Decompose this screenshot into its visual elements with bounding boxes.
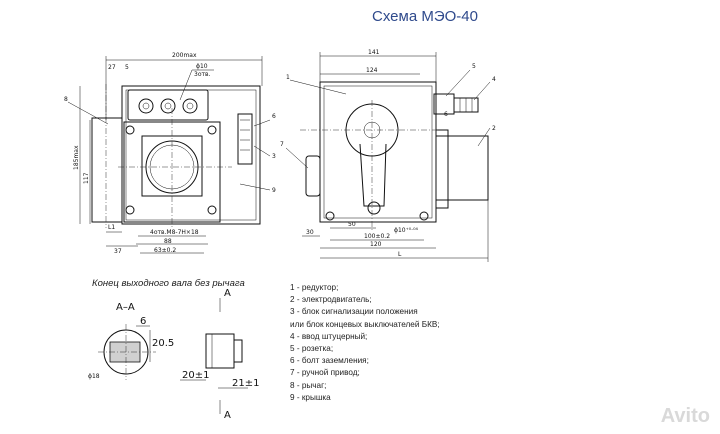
legend-item: или блок концевых выключателей БКВ; bbox=[290, 319, 440, 329]
legend-item: 5 - розетка; bbox=[290, 344, 334, 354]
dim-5: 5 bbox=[125, 64, 129, 71]
dim-141: 141 bbox=[368, 49, 380, 56]
dim-50: 50 bbox=[348, 221, 356, 228]
avito-watermark: Avito bbox=[660, 405, 710, 427]
page-title: Схема МЭО-40 bbox=[372, 8, 478, 25]
dim-21: 21±1 bbox=[232, 378, 259, 389]
dim-120: 120 bbox=[370, 241, 382, 248]
shaft-section: А–А 6 20.5 ϕ18 bbox=[88, 302, 174, 380]
callout-5: 5 bbox=[472, 63, 476, 70]
dim-200max: 200max bbox=[172, 52, 197, 59]
legend-item: 7 - ручной привод; bbox=[290, 368, 360, 378]
callout-3-front: 3 bbox=[272, 153, 276, 160]
callout-2: 2 bbox=[492, 125, 496, 132]
callout-9: 9 bbox=[272, 187, 276, 194]
dim-20-5: 20.5 bbox=[152, 338, 174, 349]
dim-27: 27 bbox=[108, 64, 116, 71]
callout-7: 7 bbox=[280, 141, 284, 148]
dim-30: 30 bbox=[306, 229, 314, 236]
legend-item: 2 - электродвигатель; bbox=[290, 295, 372, 305]
legend-item: 6 - болт заземления; bbox=[290, 356, 369, 366]
front-view: 200max 27 5 ϕ10 3отв. 185max 117 L1 37 4… bbox=[64, 52, 276, 255]
side-view: 141 124 30 50 ϕ10⁺⁰·⁰⁴ 100±0.2 120 L 1 5… bbox=[280, 49, 496, 262]
legend-item: 4 - ввод штуцерный; bbox=[290, 331, 368, 341]
section-mark-top: А bbox=[224, 288, 231, 299]
dim-20: 20±1 bbox=[182, 370, 209, 381]
dim-88: 88 bbox=[164, 238, 172, 245]
legend-item: 3 - блок сигнализации положения bbox=[290, 307, 418, 317]
dim-phi10b: ϕ10⁺⁰·⁰⁴ bbox=[394, 227, 418, 234]
dim-phi18: ϕ18 bbox=[88, 373, 100, 380]
callout-6-side: 6 bbox=[444, 111, 448, 118]
dim-L: L bbox=[398, 251, 402, 258]
legend-item: 9 - крышка bbox=[290, 392, 331, 402]
dim-100: 100±0.2 bbox=[364, 233, 390, 240]
shaft-side: А А 20±1 21±1 bbox=[180, 288, 259, 421]
callout-6-front: 6 bbox=[272, 113, 276, 120]
dim-bolts: 4отв.М8-7Н×18 bbox=[150, 229, 199, 236]
dim-phi10: ϕ10 bbox=[196, 63, 208, 70]
dim-3holes: 3отв. bbox=[194, 71, 211, 78]
section-mark-bottom: А bbox=[224, 410, 231, 421]
dim-63: 63±0.2 bbox=[154, 247, 176, 254]
legend: 1 - редуктор; 2 - электродвигатель; 3 - … bbox=[290, 282, 440, 404]
dim-6: 6 bbox=[140, 316, 146, 327]
callout-4: 4 bbox=[492, 76, 496, 83]
callout-8: 8 bbox=[64, 96, 68, 103]
legend-item: 1 - редуктор; bbox=[290, 283, 339, 292]
callout-1: 1 bbox=[286, 74, 290, 81]
dim-185max: 185max bbox=[73, 145, 80, 170]
legend-item: 8 - рычаг; bbox=[290, 380, 327, 390]
dim-37: 37 bbox=[114, 248, 122, 255]
section-label: А–А bbox=[116, 302, 135, 313]
dim-124: 124 bbox=[366, 67, 378, 74]
shaft-caption: Конец выходного вала без рычага bbox=[92, 278, 245, 289]
dim-L1: L1 bbox=[108, 224, 115, 231]
dim-117: 117 bbox=[83, 172, 90, 184]
